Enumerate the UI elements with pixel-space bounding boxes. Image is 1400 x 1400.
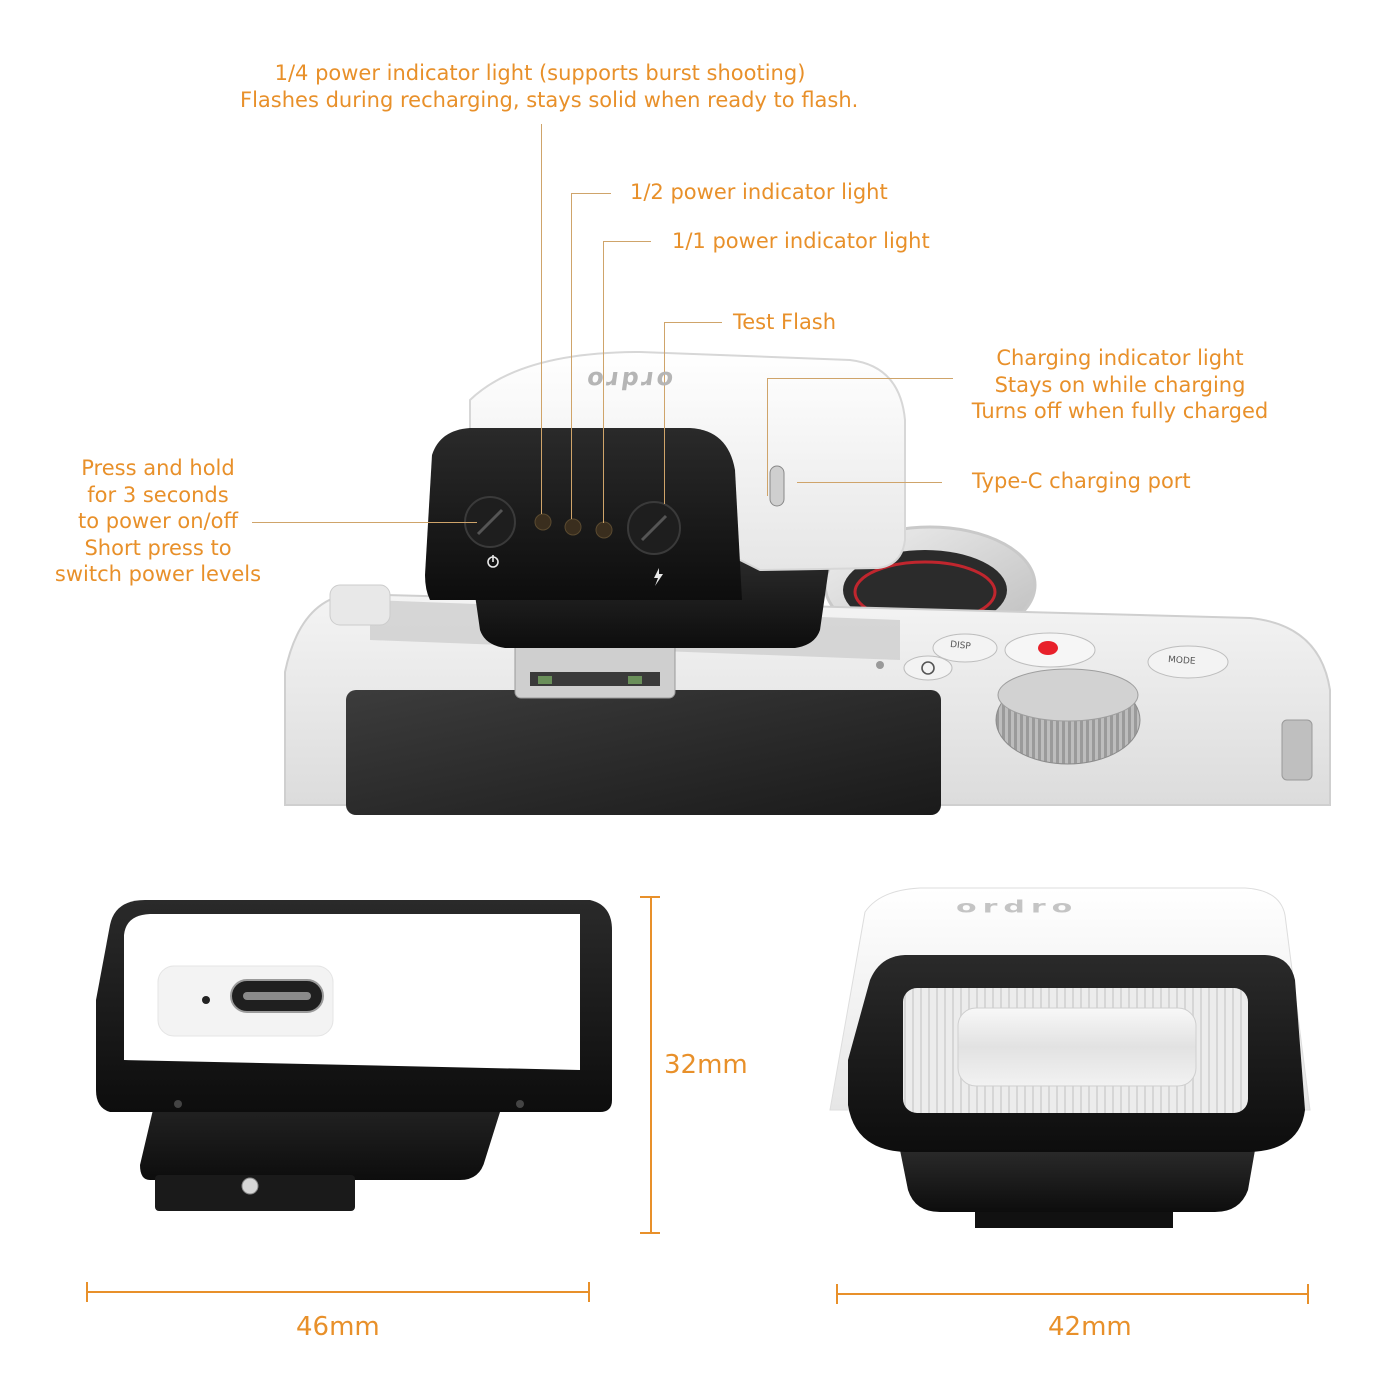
mode-label: MODE (1167, 655, 1196, 667)
leader-line-full (603, 241, 604, 523)
callout-type-c-port: Type-C charging port (972, 469, 1191, 493)
camera-power-button (903, 655, 953, 681)
disp-label: DISP (949, 639, 972, 653)
callout-power-line5: switch power levels (54, 562, 262, 586)
side-foot (155, 1175, 355, 1211)
dimension-line-side-width (86, 1291, 590, 1293)
callout-quarter-power: 1/4 power indicator light (supports burs… (240, 60, 859, 113)
callout-test-flash: Test Flash (733, 310, 837, 334)
led-full (595, 521, 613, 539)
flash-logo-top: ordro (582, 366, 675, 394)
led-quarter (534, 513, 552, 531)
led-half (564, 518, 582, 536)
leader-line-power (252, 522, 477, 523)
flash-back-panel (425, 428, 742, 600)
flash-tube (957, 1007, 1197, 1087)
power-icon (487, 555, 499, 568)
callout-charging-indicator: Charging indicator light Stays on while … (965, 345, 1275, 425)
disp-button (932, 633, 998, 663)
dimension-height-label: 32mm (664, 1050, 748, 1080)
leader-line-quarter (541, 124, 542, 514)
flash-logo-front: ordro (956, 897, 1079, 918)
rear-screen (346, 690, 941, 815)
record-dot-icon (1038, 641, 1058, 655)
callout-half-power: 1/2 power indicator light (630, 180, 888, 204)
callout-quarter-power-line2: Flashes during recharging, stays solid w… (240, 87, 859, 112)
callout-charging-line2: Stays on while charging (994, 372, 1246, 397)
dimension-front-width-label: 42mm (1048, 1312, 1132, 1342)
leader-line-charging (767, 378, 953, 379)
usb-c-port-icon (769, 465, 785, 507)
callout-power-line2: for 3 seconds (87, 482, 229, 507)
dimension-line-front-width (836, 1293, 1309, 1295)
callout-charging-line1: Charging indicator light (996, 346, 1244, 370)
leader-line-test-flash (664, 322, 665, 504)
callout-full-power: 1/1 power indicator light (672, 229, 930, 253)
hot-shoe-foot (514, 639, 676, 699)
leader-line-half (571, 193, 572, 519)
dimension-side-width-label: 46mm (296, 1312, 380, 1342)
callout-charging-line3: Turns off when fully charged (971, 399, 1269, 423)
callout-power-button: Press and hold for 3 seconds to power on… (48, 455, 268, 588)
callout-power-line1: Press and hold (81, 456, 235, 480)
callout-quarter-power-line1: 1/4 power indicator light (supports burs… (274, 61, 806, 85)
dimension-line-height (650, 896, 652, 1234)
charging-led (202, 996, 210, 1004)
flash-front-view (829, 887, 1311, 1228)
flash-side-view (96, 900, 612, 1211)
camera-with-flash (284, 350, 1331, 815)
callout-power-line3: to power on/off (78, 509, 238, 533)
lightning-icon (654, 568, 663, 586)
leader-line-type-c (797, 482, 942, 483)
callout-power-line4: Short press to (84, 535, 232, 560)
front-shoe-block (900, 1150, 1255, 1212)
mode-button (1147, 645, 1229, 679)
